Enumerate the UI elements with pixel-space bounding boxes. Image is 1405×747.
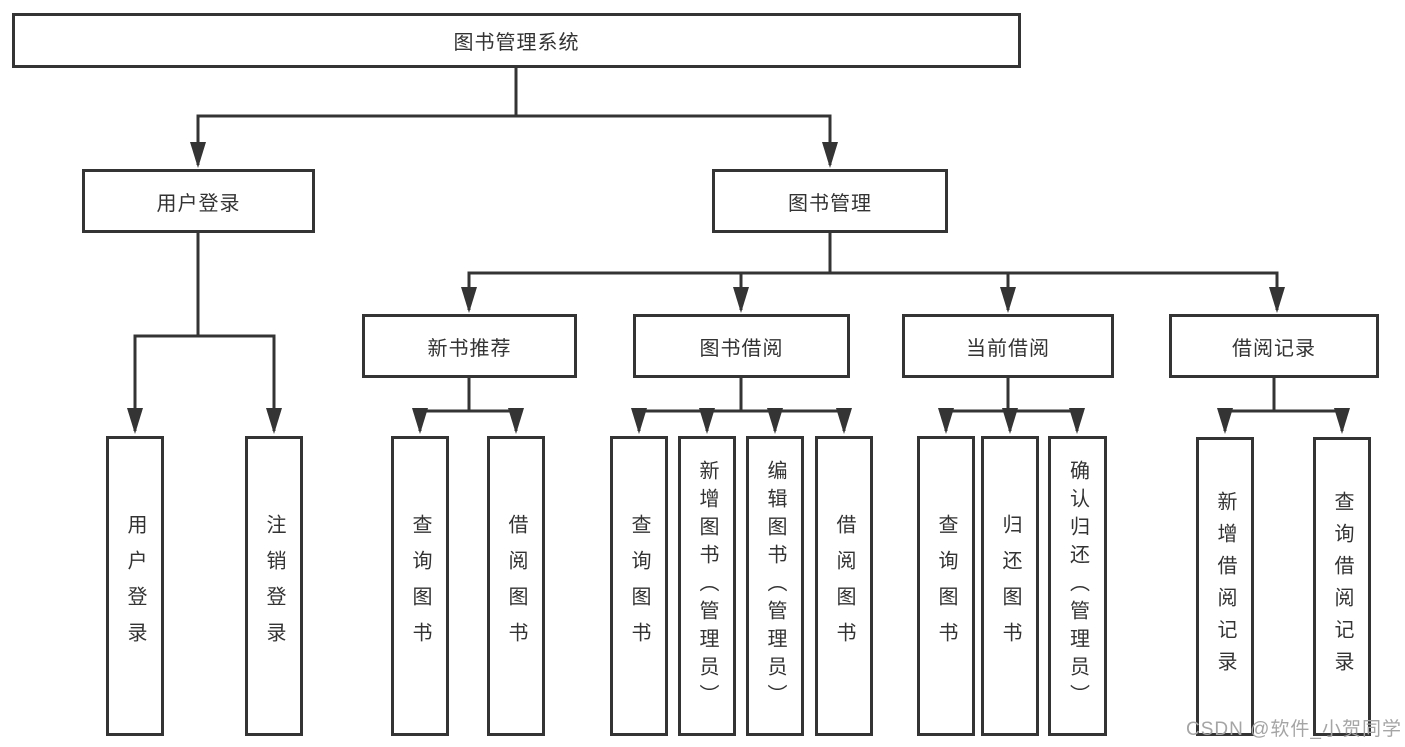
leaf-add-books-admin-label: 新增图书（管理员） bbox=[696, 460, 718, 712]
leaf-query-books-borrow-label: 查询图书 bbox=[628, 514, 650, 658]
leaf-logout-login-label: 注销登录 bbox=[263, 514, 285, 658]
leaf-borrow-books: 借阅图书 bbox=[815, 436, 873, 736]
connector-borrow-records-to-query bbox=[1272, 378, 1350, 434]
node-new-book-recommend: 新书推荐 bbox=[362, 314, 577, 378]
connector-book-management-to-book-borrow bbox=[733, 233, 832, 313]
node-root-library-system: 图书管理系统 bbox=[12, 13, 1021, 68]
leaf-query-books-borrow: 查询图书 bbox=[610, 436, 668, 736]
connector-current-borrow-to-query bbox=[938, 378, 1010, 434]
leaf-borrow-books-recommend: 借阅图书 bbox=[487, 436, 545, 736]
connector-current-borrow-to-confirm bbox=[1006, 378, 1085, 434]
leaf-query-borrow-record: 查询借阅记录 bbox=[1313, 437, 1371, 736]
connector-root-to-book-management bbox=[514, 68, 838, 168]
leaf-query-borrow-record-label: 查询借阅记录 bbox=[1331, 490, 1353, 683]
leaf-return-books: 归还图书 bbox=[981, 436, 1039, 736]
leaf-query-books-current: 查询图书 bbox=[917, 436, 975, 736]
leaf-borrow-books-recommend-label: 借阅图书 bbox=[505, 514, 527, 658]
leaf-edit-books-admin: 编辑图书（管理员） bbox=[746, 436, 804, 736]
leaf-user-login: 用户登录 bbox=[106, 436, 164, 736]
leaf-logout-login: 注销登录 bbox=[245, 436, 303, 736]
leaf-add-borrow-record-label: 新增借阅记录 bbox=[1214, 490, 1236, 683]
leaf-query-books-recommend: 查询图书 bbox=[391, 436, 449, 736]
leaf-query-books-recommend-label: 查询图书 bbox=[409, 514, 431, 658]
node-user-login: 用户登录 bbox=[82, 169, 315, 233]
node-current-borrow: 当前借阅 bbox=[902, 314, 1114, 378]
connector-root-to-user-login bbox=[190, 68, 518, 168]
connector-new-book-to-borrow bbox=[467, 378, 524, 434]
connector-new-book-to-query bbox=[412, 378, 471, 434]
node-book-borrow: 图书借阅 bbox=[633, 314, 850, 378]
leaf-return-books-label: 归还图书 bbox=[999, 514, 1021, 658]
leaf-confirm-return-admin: 确认归还（管理员） bbox=[1048, 436, 1107, 736]
connector-user-login-to-login bbox=[127, 233, 200, 434]
node-book-management: 图书管理 bbox=[712, 169, 948, 233]
leaf-add-books-admin: 新增图书（管理员） bbox=[678, 436, 736, 736]
csdn-watermark: CSDN @软件_小贺同学 bbox=[1186, 719, 1402, 740]
connector-book-borrow-to-query bbox=[631, 378, 743, 434]
connector-book-borrow-to-add bbox=[699, 378, 743, 434]
leaf-user-login-label: 用户登录 bbox=[124, 514, 146, 658]
leaf-query-books-current-label: 查询图书 bbox=[935, 514, 957, 658]
leaf-confirm-return-admin-label: 确认归还（管理员） bbox=[1066, 460, 1089, 712]
leaf-add-borrow-record: 新增借阅记录 bbox=[1196, 437, 1254, 736]
connector-book-management-to-borrow-records bbox=[828, 233, 1285, 313]
leaf-borrow-books-label: 借阅图书 bbox=[833, 514, 855, 658]
connector-borrow-records-to-add bbox=[1217, 378, 1276, 434]
leaf-edit-books-admin-label: 编辑图书（管理员） bbox=[764, 460, 786, 712]
connector-book-borrow-to-borrow bbox=[739, 378, 852, 434]
node-borrow-records: 借阅记录 bbox=[1169, 314, 1379, 378]
connector-user-login-to-logout bbox=[196, 233, 282, 434]
connector-book-borrow-to-edit bbox=[739, 378, 783, 434]
